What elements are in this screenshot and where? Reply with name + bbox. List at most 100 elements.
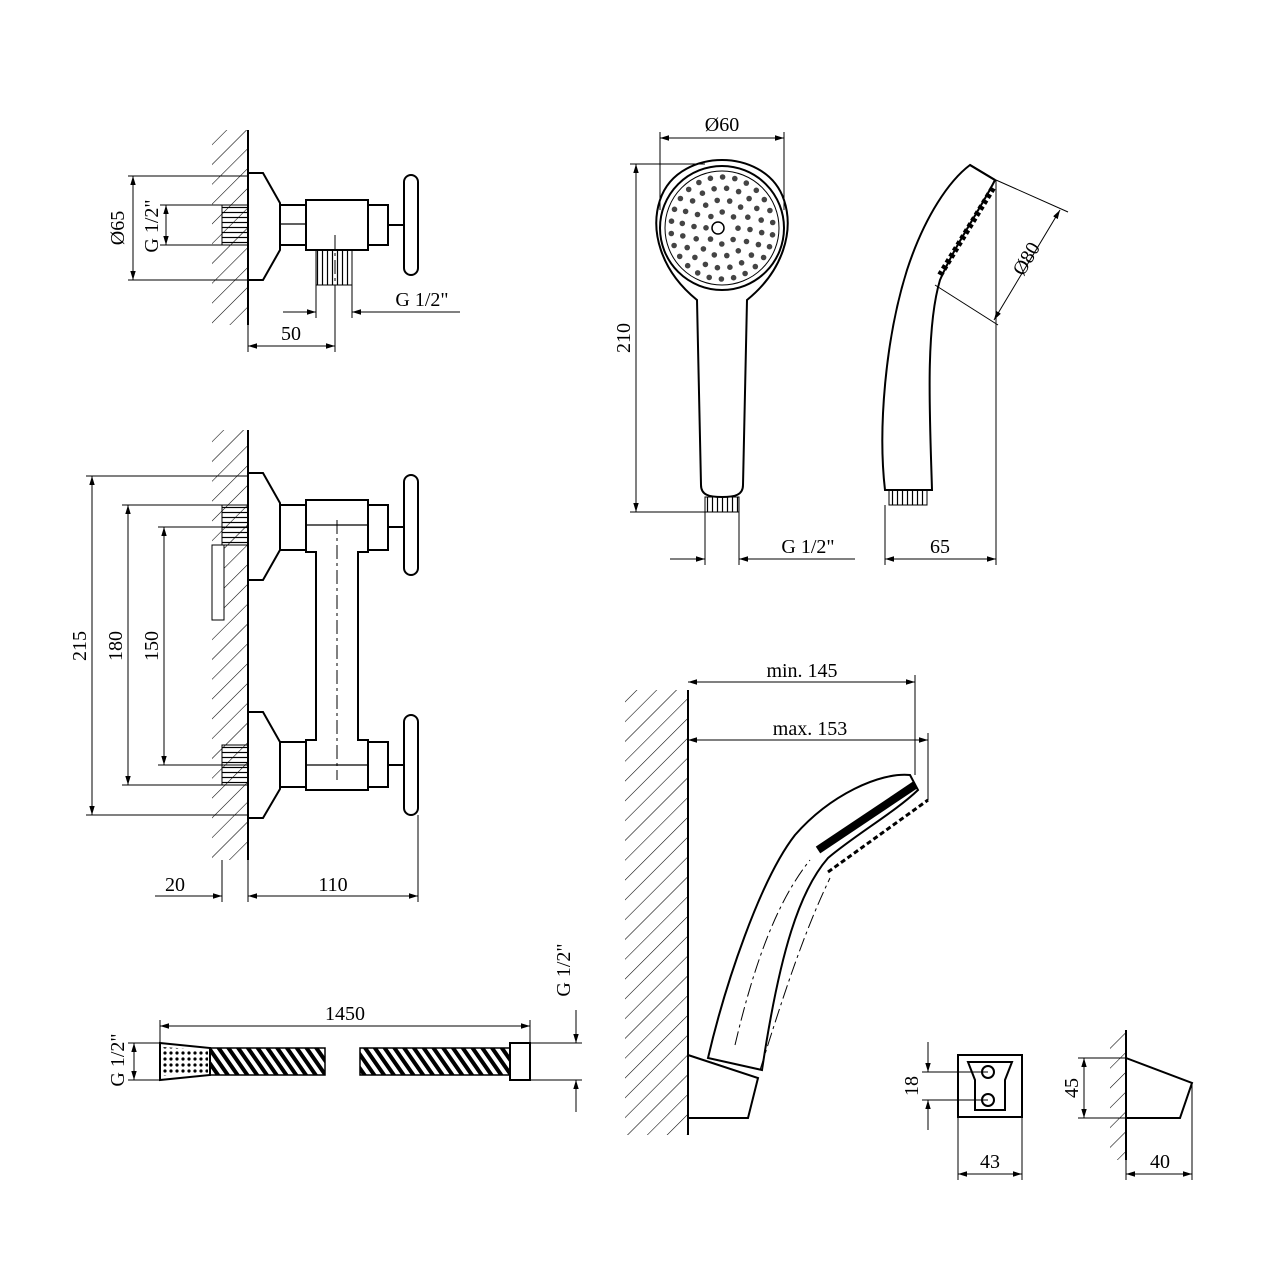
nozzle: [707, 175, 714, 182]
mixer-body: [305, 199, 369, 251]
dim-holder-depth: 40: [1150, 1151, 1170, 1173]
mixer-front-dims: 215 180 150 20 110: [69, 475, 419, 902]
dim-front-depth: 110: [318, 874, 347, 896]
shower-hose: [159, 1041, 531, 1082]
lower-hub: [367, 741, 389, 788]
hose-dims: 1450 G 1/2" G 1/2": [107, 943, 582, 1112]
nozzle: [737, 204, 744, 210]
nozzle: [730, 214, 737, 220]
nozzle: [726, 198, 733, 204]
nozzle: [754, 205, 760, 212]
dim-holder-height: 45: [1061, 1078, 1083, 1098]
nozzle: [743, 180, 750, 186]
showerhead-in-holder: [706, 773, 920, 1072]
nozzle: [702, 261, 709, 268]
holder-body-side: [1125, 1056, 1194, 1119]
nozzle: [760, 254, 767, 261]
dim-hole-spacing: 18: [901, 1076, 923, 1096]
nozzle: [758, 229, 765, 236]
nozzle: [767, 207, 773, 214]
hose-coil-right: [359, 1047, 511, 1076]
holder-side-dims: 45 40: [1061, 1057, 1193, 1180]
dim-hose-length: 1450: [325, 1003, 365, 1025]
wall-flange: [247, 172, 281, 281]
nozzle: [747, 226, 753, 233]
nozzle: [711, 186, 717, 192]
hose-nut: [509, 1042, 531, 1081]
nozzle: [682, 208, 689, 215]
nozzle: [758, 217, 764, 223]
dim-handle-thread: G 1/2": [781, 536, 834, 558]
showerhead-side-view: [881, 163, 997, 506]
dim-flange-diameter: Ø65: [107, 211, 129, 245]
lower-nut: [279, 741, 307, 788]
upper-handle: [403, 474, 419, 576]
nozzle: [706, 274, 712, 281]
nozzle: [752, 263, 759, 270]
nozzle: [684, 244, 690, 251]
dim-max-projection: max. 153: [773, 718, 847, 740]
nozzle: [668, 230, 675, 237]
nozzle: [691, 223, 697, 230]
nozzle: [699, 190, 706, 196]
mixer-front-view: [211, 430, 419, 860]
spray-nozzles: [668, 174, 776, 282]
nozzle: [761, 196, 768, 203]
nozzle: [676, 253, 683, 260]
nozzle: [755, 241, 762, 248]
nozzle: [719, 241, 725, 247]
upper-hub: [367, 504, 389, 551]
outlet-thread: [315, 249, 353, 286]
nozzle: [719, 209, 725, 215]
holder-assembly-dims: min. 145 max. 153: [688, 660, 929, 800]
nozzle: [711, 252, 718, 258]
nozzle: [696, 179, 702, 186]
nozzle: [677, 195, 684, 202]
handle-thread: [704, 496, 740, 513]
hex-nut: [279, 204, 307, 246]
dim-wall-depth: 20: [165, 874, 185, 896]
nozzle: [766, 243, 773, 250]
lower-flange: [247, 711, 281, 819]
nozzle: [742, 270, 748, 277]
nozzle: [714, 264, 721, 271]
nozzle: [769, 219, 776, 226]
nozzle: [718, 276, 725, 282]
dim-side-depth: 65: [930, 536, 950, 558]
dim-head-length: 210: [613, 323, 635, 353]
nozzle: [694, 270, 701, 276]
dim-holder-width: 43: [980, 1151, 1000, 1173]
nozzle: [700, 246, 707, 252]
nozzle: [732, 175, 738, 182]
dim-head-diameter: Ø60: [705, 114, 739, 136]
nozzle: [714, 197, 720, 204]
nozzle: [668, 218, 675, 224]
dim-mid-height: 180: [105, 631, 127, 661]
dim-outlet-thread: G 1/2": [395, 289, 448, 311]
nozzle: [738, 260, 745, 266]
nozzle: [680, 233, 686, 239]
dim-min-projection: min. 145: [766, 660, 837, 682]
dim-centers: 150: [141, 631, 163, 661]
hose-coil-left: [209, 1047, 326, 1076]
dim-hose-thread-right: G 1/2": [553, 943, 575, 996]
holder-assembly-view: [625, 690, 929, 1135]
nozzle: [748, 252, 755, 258]
nozzle: [723, 185, 730, 192]
dim-depth-top: 50: [281, 323, 301, 345]
nozzle: [727, 264, 733, 271]
nozzle: [730, 274, 737, 281]
showerhead-front-dims: Ø60 210 G 1/2": [613, 114, 855, 565]
mixer-top-view: [212, 130, 419, 325]
holder-front-view: [957, 1054, 1023, 1118]
nozzle: [703, 225, 709, 231]
upper-flange: [247, 472, 281, 581]
nozzle: [735, 225, 741, 231]
nozzle: [684, 262, 691, 269]
nozzle: [671, 242, 677, 249]
nozzle: [735, 188, 742, 195]
wall-hatch: [625, 690, 688, 1135]
lower-handle: [403, 714, 419, 816]
dim-total-height: 215: [69, 631, 91, 661]
